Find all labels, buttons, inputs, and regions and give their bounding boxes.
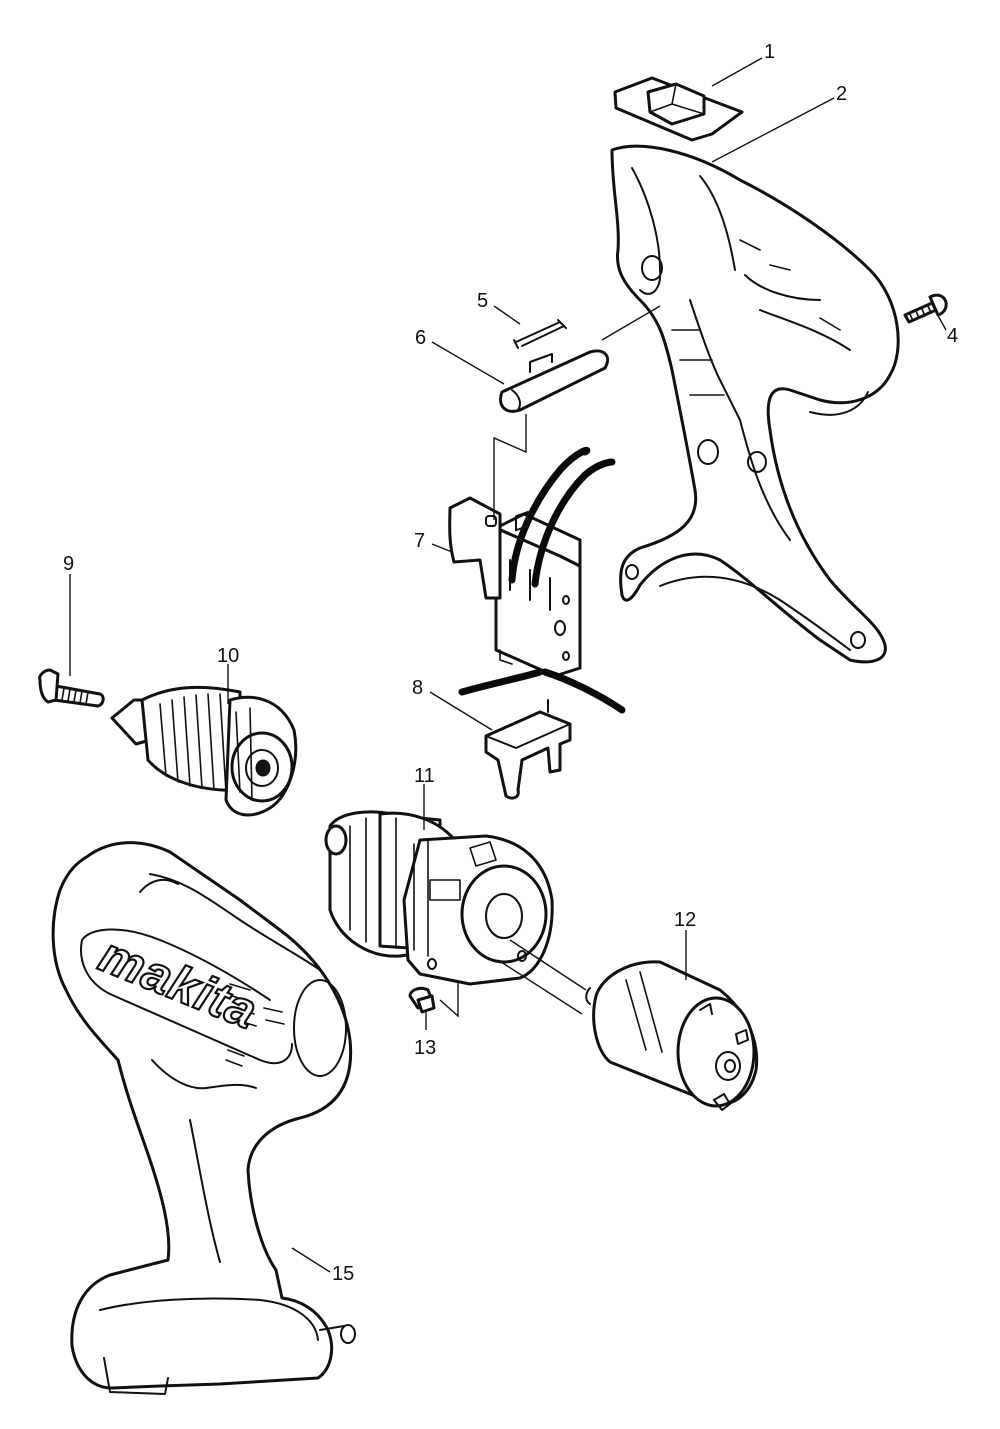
- part-11-gear-assembly[interactable]: [324, 810, 554, 986]
- part-15-housing[interactable]: makita: [51, 841, 356, 1395]
- part-5-spring[interactable]: [513, 319, 567, 349]
- part-6-lever[interactable]: [499, 349, 610, 413]
- part-8-switch-clip[interactable]: [484, 510, 572, 800]
- part-2-housing[interactable]: [610, 144, 900, 664]
- callout-7: 7: [414, 530, 425, 552]
- part-10-keyless-chuck[interactable]: [110, 685, 298, 817]
- part-12-motor[interactable]: [585, 960, 759, 1111]
- callout-13: 13: [414, 1037, 436, 1059]
- callout-6: 6: [415, 327, 426, 349]
- callout-12: 12: [674, 909, 696, 931]
- part-13-screw[interactable]: [408, 986, 436, 1014]
- lead-wires: [458, 446, 626, 714]
- callout-labels: 1 2 4 5 6 7 8 9 10 11 12 13 15: [63, 41, 958, 1285]
- part-1-switch-cover[interactable]: [613, 76, 744, 142]
- part-9-chuck-screw[interactable]: [38, 668, 105, 708]
- callout-1: 1: [764, 41, 775, 63]
- callout-2: 2: [836, 83, 847, 105]
- part-4-screw[interactable]: [903, 293, 948, 324]
- callout-11: 11: [414, 765, 435, 787]
- callout-10: 10: [217, 645, 239, 667]
- callout-9: 9: [63, 553, 74, 575]
- callout-4: 4: [947, 325, 958, 347]
- callout-5: 5: [477, 290, 488, 312]
- callout-8: 8: [412, 677, 423, 699]
- leader-lines: [69, 57, 947, 1273]
- callout-15: 15: [332, 1263, 354, 1285]
- part-7-switch[interactable]: [448, 496, 582, 678]
